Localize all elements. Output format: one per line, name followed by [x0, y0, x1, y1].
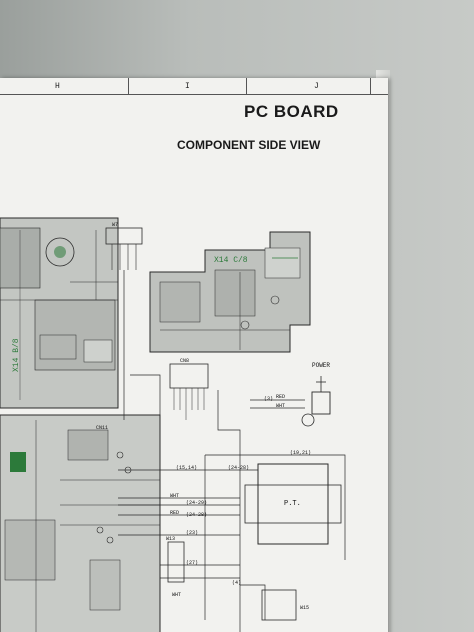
- column-divider: [370, 78, 371, 94]
- transformer-label: P.T.: [284, 500, 301, 508]
- wire-color-label: WHT: [170, 493, 180, 499]
- cn8-connector: [169, 363, 209, 420]
- wiring: [118, 374, 346, 632]
- net-label: (4): [232, 580, 242, 586]
- power-transformer: [244, 463, 342, 545]
- column-divider: [128, 78, 129, 94]
- page-subtitle: COMPONENT SIDE VIEW: [177, 138, 321, 152]
- page-title: PC BOARD: [244, 102, 339, 121]
- w15-connector: [261, 589, 297, 621]
- right-pcb-board: [149, 231, 311, 353]
- left-board-label: X14 B/8: [12, 338, 21, 372]
- power-label: POWER: [312, 362, 331, 369]
- column-divider: [246, 78, 247, 94]
- w7-label: W7: [112, 222, 119, 228]
- column-ruler: [0, 78, 388, 95]
- w7-connector: [105, 227, 143, 420]
- net-label: (23): [186, 530, 199, 536]
- cn8-label: CN8: [180, 358, 190, 364]
- power-switch: [301, 376, 331, 427]
- cn11-label: CN11: [96, 425, 109, 431]
- w13-connector: [167, 541, 185, 583]
- column-letter-h: H: [55, 82, 60, 91]
- right-board-label: X14 C/8: [214, 256, 248, 265]
- net-label: (24-28): [228, 465, 250, 471]
- w15-label: W15: [300, 605, 310, 611]
- wire-color-label: RED: [276, 394, 286, 400]
- lower-left-pcb-board: [0, 414, 161, 632]
- wire-color-label: WHT: [172, 592, 182, 598]
- net-label: (24-29): [186, 500, 208, 506]
- net-label: (24-28): [186, 512, 208, 518]
- column-letter-j: J: [314, 82, 319, 91]
- net-label: (19,21): [290, 450, 312, 456]
- wire-color-label: WHT: [276, 403, 286, 409]
- column-letter-i: I: [185, 82, 190, 91]
- wire-color-label: RED: [170, 510, 180, 516]
- w13-label: W13: [166, 536, 176, 542]
- net-label: (27): [186, 560, 199, 566]
- left-pcb-board: [0, 217, 119, 409]
- net-label: (3): [264, 396, 274, 402]
- net-label: (15,14): [176, 465, 198, 471]
